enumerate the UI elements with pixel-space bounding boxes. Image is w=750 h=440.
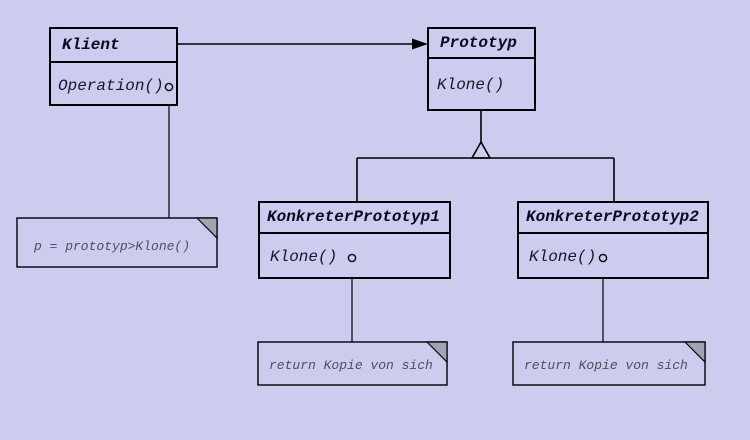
note-fold-corner-icon — [683, 341, 706, 364]
note-text-klient: p = prototyp>Klone() — [34, 239, 191, 254]
note-text-konkreter1: return Kopie von sich — [269, 358, 433, 373]
class-title-konkreter2: KonkreterPrototyp2 — [526, 208, 699, 226]
association-arrowhead-icon — [412, 38, 428, 50]
note-text-konkreter2: return Kopie von sich — [524, 358, 688, 373]
class-title-konkreter1: KonkreterPrototyp1 — [267, 208, 440, 226]
anchor-circle-konkreter1 — [347, 253, 357, 263]
class-method-klient: Operation() — [58, 77, 164, 95]
class-box-klient — [49, 27, 178, 106]
anchor-circle-konkreter2 — [598, 253, 608, 263]
class-box-konkreter1 — [258, 201, 451, 279]
class-method-konkreter2: Klone() — [529, 248, 597, 266]
class-title-prototyp: Prototyp — [440, 34, 517, 52]
class-method-prototyp: Klone() — [437, 76, 505, 94]
note-box-klient — [16, 217, 218, 268]
class-title-klient: Klient — [62, 36, 120, 54]
note-fold-corner-icon — [425, 341, 448, 364]
note-box-konkreter1 — [257, 341, 448, 386]
anchor-circle-klient — [164, 82, 174, 92]
class-method-konkreter1: Klone() — [270, 248, 338, 266]
note-box-konkreter2 — [512, 341, 706, 386]
note-fold-corner-icon — [195, 217, 218, 240]
class-box-konkreter2 — [517, 201, 709, 279]
class-box-prototyp — [427, 27, 536, 111]
inheritance-triangle-icon — [470, 140, 492, 159]
